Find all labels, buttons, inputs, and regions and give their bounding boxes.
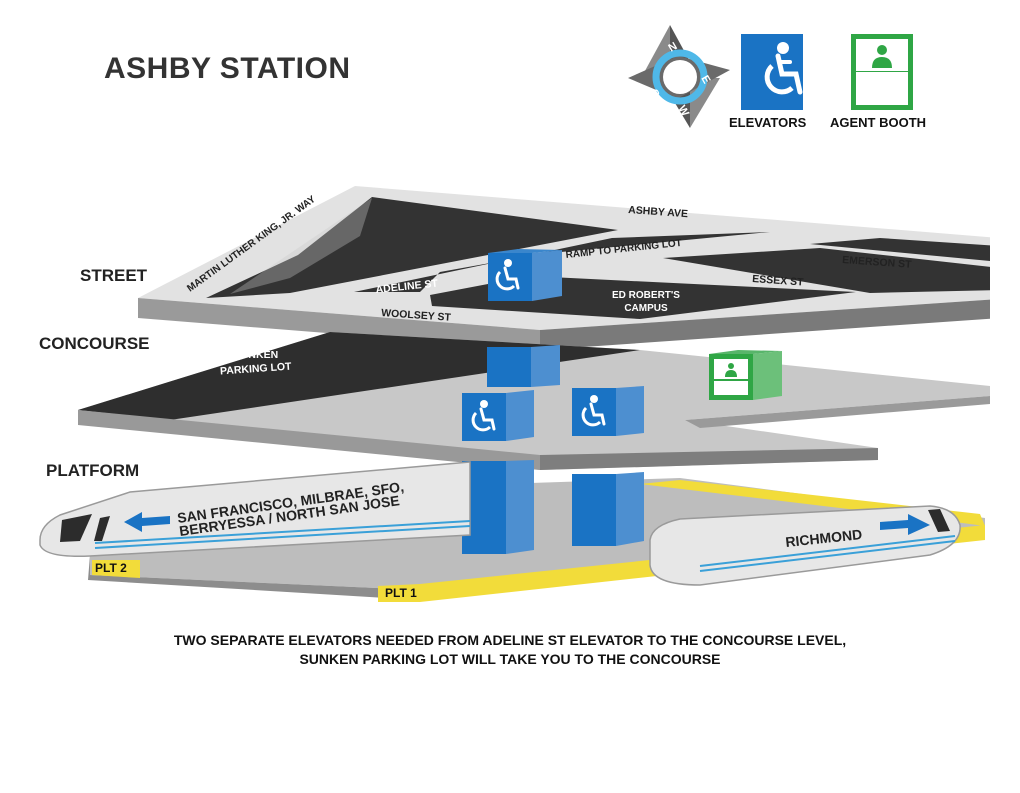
elevator-icon: [741, 34, 803, 110]
elevator-marker-street: [495, 259, 520, 291]
legend-agent-booth-label: AGENT BOOTH: [830, 115, 927, 130]
note-line-2: SUNKEN PARKING LOT WILL TAKE YOU TO THE …: [299, 651, 721, 667]
street-level: [138, 186, 990, 350]
page-title: ASHBY STATION: [104, 52, 351, 85]
level-label-platform: PLATFORM: [46, 461, 140, 480]
street-label-essex: ESSEX ST: [752, 273, 805, 289]
elevator-marker-concourse-left: [471, 400, 496, 432]
elevator-marker-concourse-right: [581, 395, 606, 427]
street-label-emerson: EMERSON ST: [842, 254, 913, 271]
note-line-1: TWO SEPARATE ELEVATORS NEEDED FROM ADELI…: [173, 632, 847, 648]
train-southbound: [39, 461, 471, 558]
lot-label-line2: PARKING LOT: [220, 360, 293, 377]
platform-label-plt1: PLT 1: [385, 586, 417, 600]
train-northbound: [649, 505, 961, 586]
lot-label-line1: SUNKEN: [234, 349, 278, 361]
street-label-woolsey: WOOLSEY ST: [381, 307, 452, 324]
legend-elevators-label: ELEVATORS: [729, 115, 807, 130]
street-label-ashby: ASHBY AVE: [628, 204, 689, 220]
campus-label-line2: CAMPUS: [624, 303, 668, 314]
campus-label-line1: ED ROBERT'S: [612, 290, 680, 301]
accessibility-note: TWO SEPARATE ELEVATORS NEEDED FROM ADELI…: [0, 631, 1020, 669]
level-label-concourse: CONCOURSE: [39, 334, 150, 353]
level-label-street: STREET: [80, 266, 148, 285]
agent-booth-icon: [851, 34, 913, 110]
compass-s: S: [647, 88, 661, 100]
platform-label-plt2: PLT 2: [95, 561, 127, 575]
compass-rose: N E S W: [628, 25, 730, 128]
agent-booth-marker: [709, 350, 782, 400]
